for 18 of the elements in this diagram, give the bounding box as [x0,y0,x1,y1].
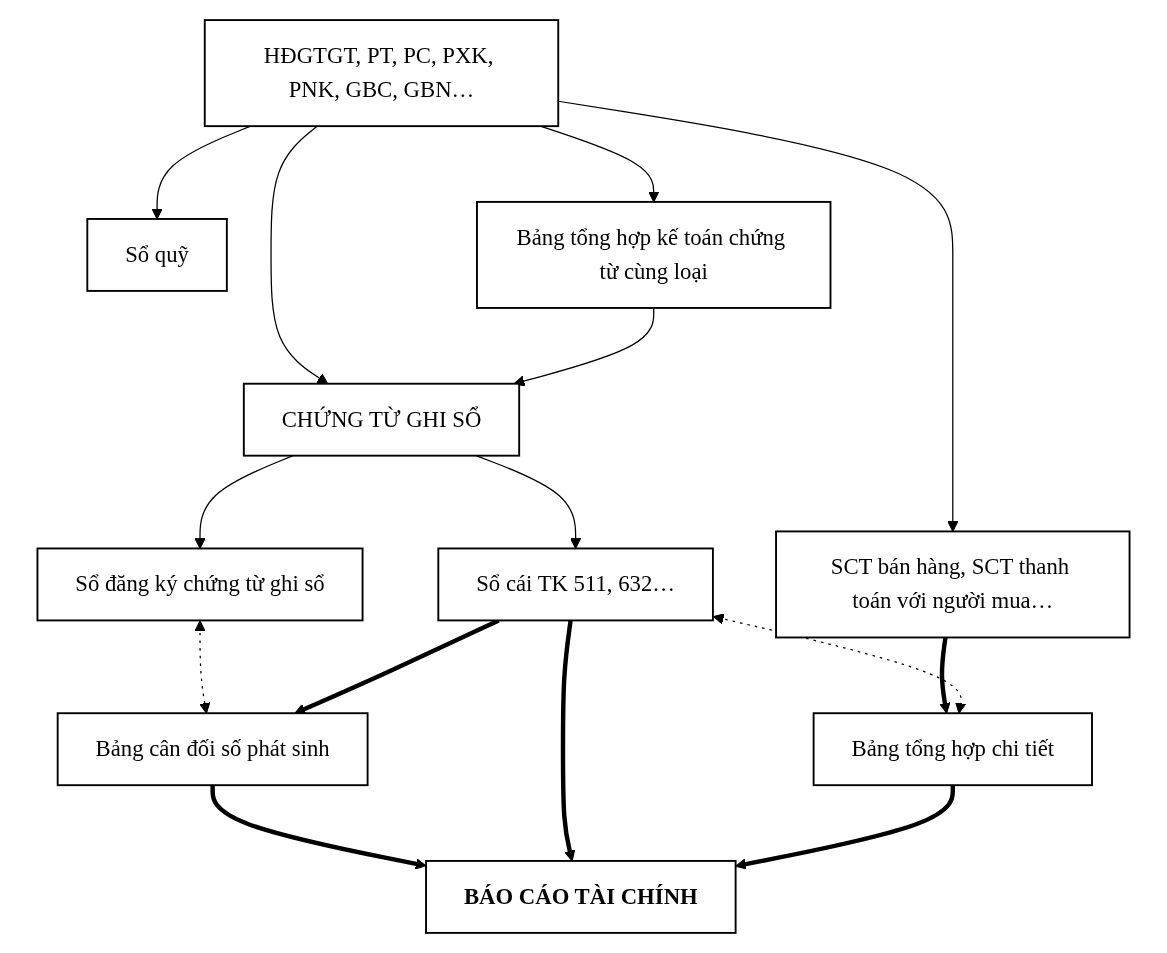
arrow [735,785,955,870]
node-box: Bảng tổng hợp kế toán chứng từ cùng loại [476,200,832,309]
arrow [939,637,951,714]
arrow [270,125,329,385]
arrow [194,620,211,714]
node-box: BÁO CÁO TÀI CHÍNH [425,860,737,934]
arrow [712,613,967,714]
arrow [210,785,427,870]
node-box: Sổ cái TK 511, 632… [437,547,714,622]
node-box: Bảng tổng hợp chi tiết [812,712,1093,787]
node-box: Bảng cân đối số phát sinh [56,712,369,787]
node-box: Sổ quỹ [86,218,228,292]
node-box: SCT bán hàng, SCT thanh toán với người mua… [775,530,1131,639]
node-box: CHỨNG TỪ GHI SỔ [242,382,521,457]
node-box: Sổ đăng ký chứng từ ghi sổ [36,547,364,622]
node-box: HĐGTGT, PT, PC, PXK, PNK, GBC, GBN… [203,19,560,128]
arrow [513,307,655,387]
arrow [560,620,576,862]
